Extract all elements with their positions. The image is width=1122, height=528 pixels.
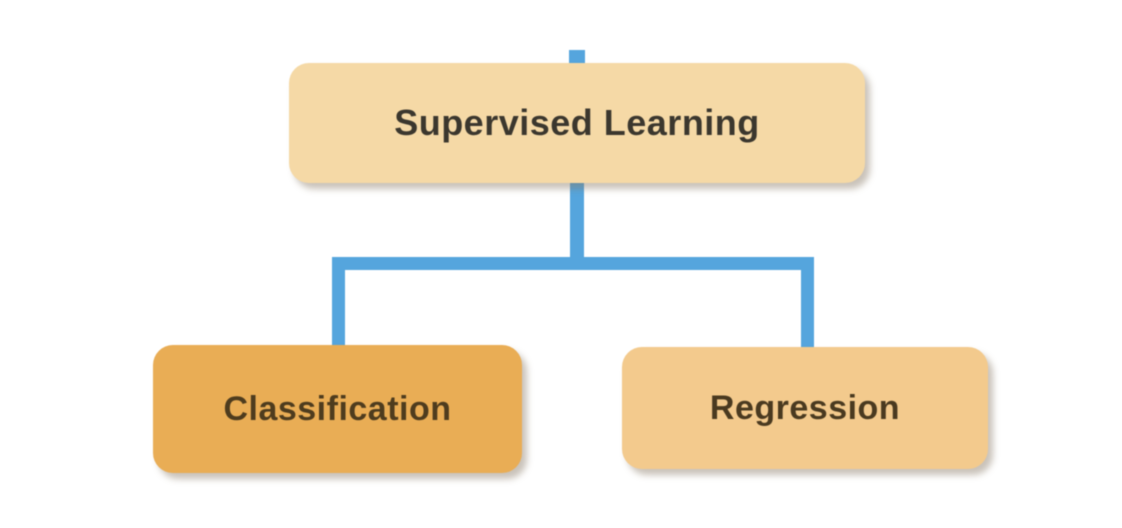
connector-root-vertical xyxy=(570,180,584,265)
node-classification-label: Classification xyxy=(223,389,452,428)
node-classification: Classification xyxy=(153,345,522,473)
connector-horizontal-bar xyxy=(332,257,814,270)
node-regression: Regression xyxy=(622,347,988,469)
connector-right-vertical xyxy=(801,257,814,351)
node-supervised-learning-label: Supervised Learning xyxy=(394,102,760,143)
node-regression-label: Regression xyxy=(709,388,901,427)
connector-left-vertical xyxy=(332,257,345,349)
node-supervised-learning: Supervised Learning xyxy=(289,63,865,183)
connector-top-stub xyxy=(569,50,585,66)
